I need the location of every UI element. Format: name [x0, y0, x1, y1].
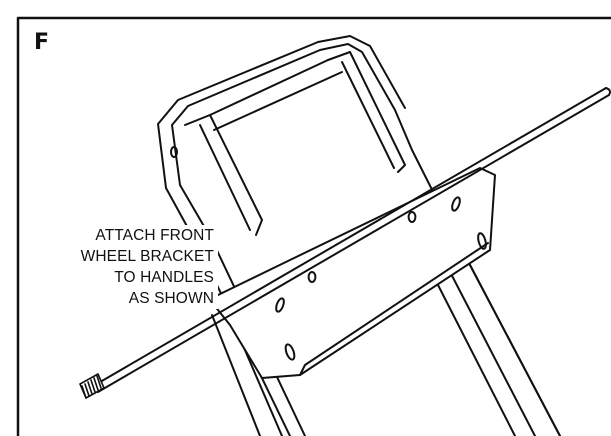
figure-border [16, 16, 611, 436]
handle-frame-outer [171, 43, 561, 436]
instruction-line: ATTACH FRONT [95, 227, 214, 244]
instruction-text: ATTACH FRONT WHEEL BRACKET TO HANDLES AS… [20, 225, 218, 309]
left-handle-lower [211, 314, 261, 436]
left-handle-channel [184, 114, 263, 236]
axle-rod-end [605, 87, 611, 96]
right-rail-in2 [437, 284, 516, 436]
bracket-hole [307, 271, 317, 283]
bracket-hole [477, 232, 487, 250]
right-handle-cross-inner [213, 71, 343, 131]
right-rail-outer [469, 264, 561, 436]
bracket-hole [407, 211, 417, 223]
bracket-hole [451, 196, 461, 212]
bracket-hole [284, 343, 296, 361]
bracket-hole [275, 297, 285, 313]
left-handle-channel-edge [199, 124, 251, 231]
bracket-plate [209, 167, 496, 379]
bracket-plate-edge [299, 242, 489, 376]
instruction-line: WHEEL BRACKET [80, 248, 214, 265]
step-letter: F [34, 30, 50, 55]
axle-rod-bottom [97, 94, 610, 393]
right-rail-inner [447, 267, 536, 436]
right-handle-channel [327, 51, 406, 173]
axle-threads [79, 373, 105, 399]
right-handle-channel-edge [341, 61, 395, 169]
right-handle-cross-top [209, 59, 329, 116]
instruction-line: TO HANDLES [114, 269, 214, 286]
handle-hole [170, 146, 178, 158]
instruction-line: AS SHOWN [128, 290, 214, 307]
axle-rod-top [94, 87, 607, 386]
